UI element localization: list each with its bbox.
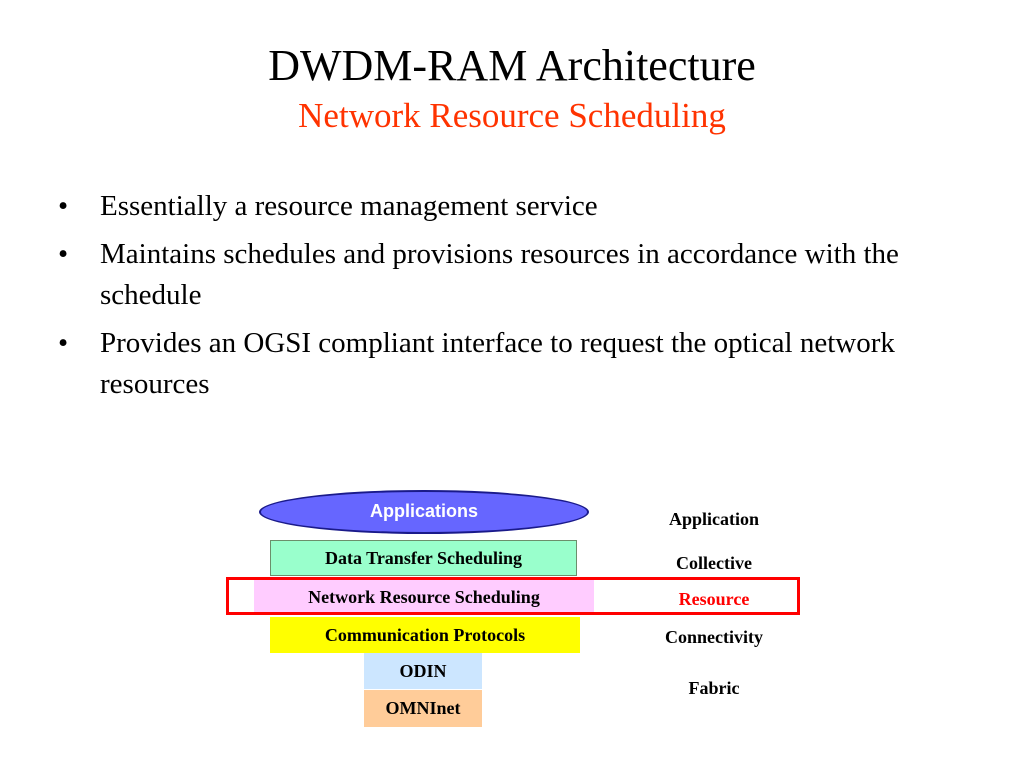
bullet-item: • Maintains schedules and provisions res… [58,234,958,316]
bullet-list: • Essentially a resource management serv… [58,186,958,412]
slide-title: DWDM-RAM Architecture [268,41,756,90]
bullet-item: • Essentially a resource management serv… [58,186,958,227]
odin-box: ODIN [364,653,482,689]
layer-label-resource: Resource [678,589,750,609]
bullet-item: • Provides an OGSI compliant interface t… [58,323,958,405]
bullet-symbol: • [58,327,69,359]
layer-label-fabric: Fabric [688,678,740,698]
omninet-box: OMNInet [364,690,482,727]
resource-highlight-frame [226,577,800,615]
layer-label-connectivity: Connectivity [665,627,763,647]
bullet-text: Essentially a resource management servic… [100,190,598,222]
communication-protocols-box: Communication Protocols [270,617,580,653]
bullet-symbol: • [58,238,69,270]
slide-subtitle: Network Resource Scheduling [298,96,726,135]
network-resource-scheduling-box: Network Resource Scheduling [254,580,594,614]
bullet-symbol: • [58,190,69,222]
layer-label-collective: Collective [676,553,752,573]
bullet-text: Provides an OGSI compliant interface to … [100,327,895,400]
bullet-text: Maintains schedules and provisions resou… [100,238,899,311]
applications-ellipse: Applications [259,490,589,534]
layer-label-application: Application [668,509,760,529]
data-transfer-scheduling-box: Data Transfer Scheduling [270,540,577,576]
